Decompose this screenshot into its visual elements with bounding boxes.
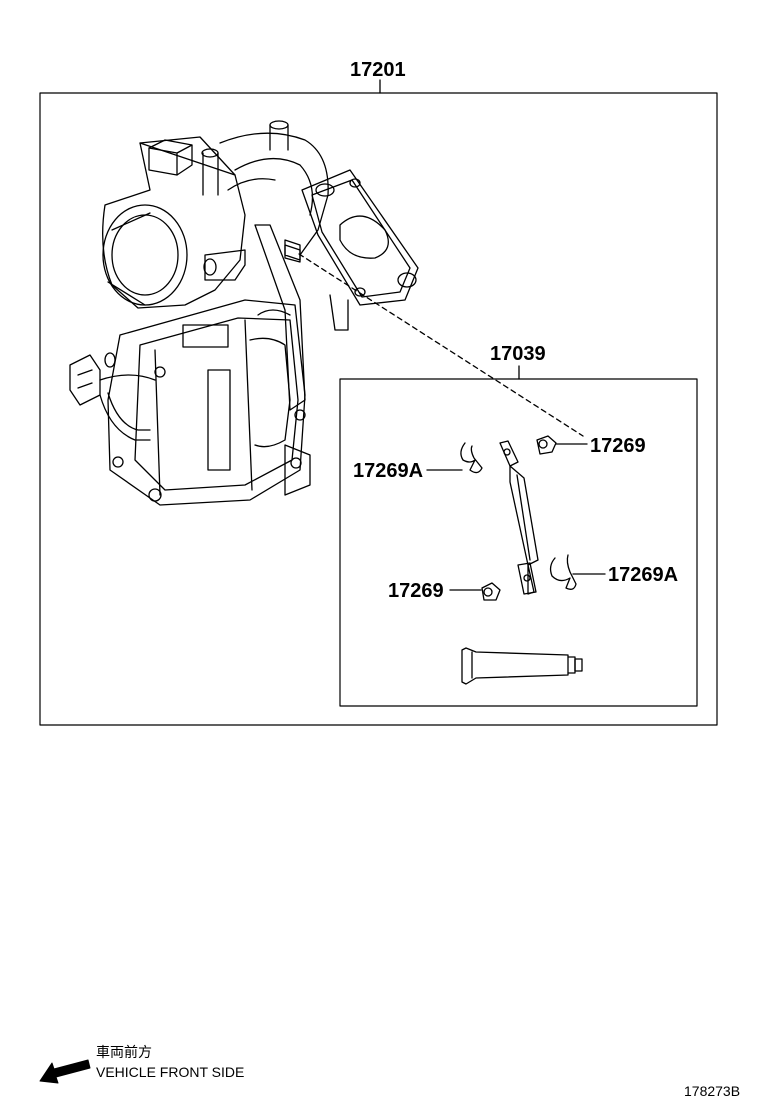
label-clip-left: 17269A	[353, 460, 424, 482]
kit-frame	[339, 365, 698, 707]
direction-english: VEHICLE FRONT SIDE	[96, 1064, 245, 1080]
label-nut-lower: 17269	[388, 580, 444, 602]
label-clip-right: 17269A	[608, 564, 679, 586]
direction-japanese: 車両前方	[96, 1044, 152, 1060]
nut-upper	[536, 435, 588, 455]
figure-code: 178273B	[684, 1083, 741, 1099]
turbocharger-drawing	[69, 120, 419, 506]
clip-left	[426, 442, 483, 474]
nut-lower	[449, 582, 501, 601]
arrow-left-down-icon	[39, 1059, 91, 1084]
clip-right	[549, 554, 606, 590]
dashed-leader	[298, 253, 584, 437]
label-assembly-17201: 17201	[350, 59, 406, 81]
label-kit-17039: 17039	[490, 343, 546, 365]
grease-tube	[461, 647, 583, 685]
assembly-frame	[39, 79, 718, 726]
label-nut-upper: 17269	[590, 435, 646, 457]
actuator-rod	[499, 440, 539, 595]
